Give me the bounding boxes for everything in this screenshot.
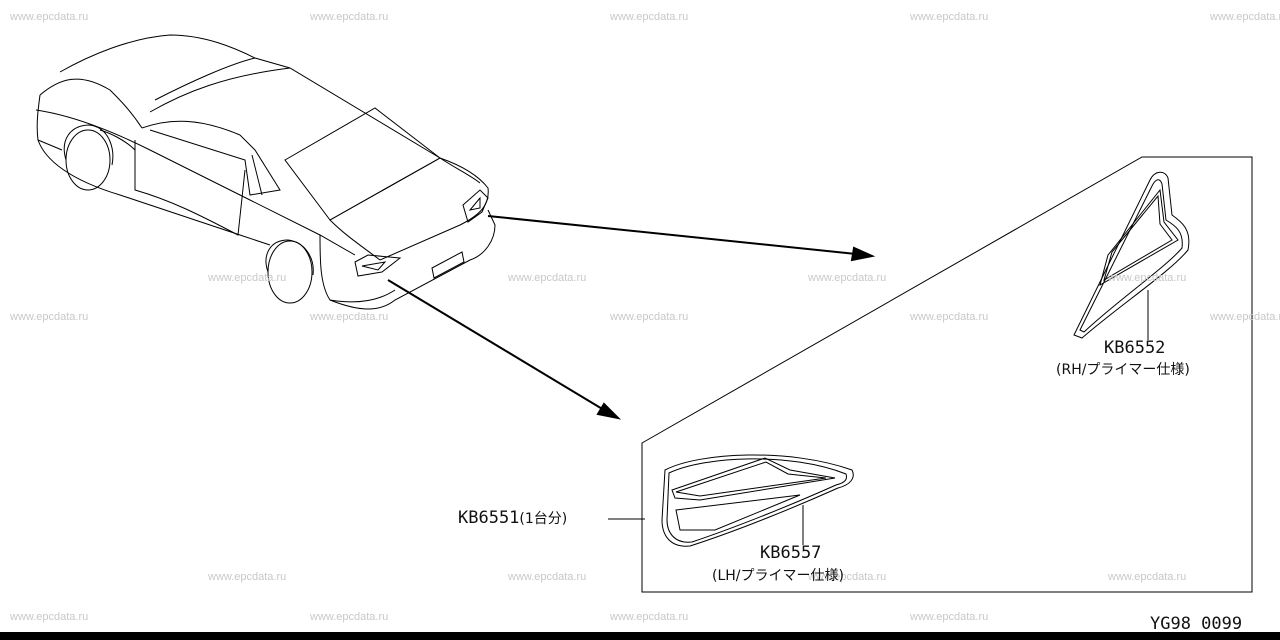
watermark: www.epcdata.ru (610, 11, 689, 23)
kit-part-note: (1台分) (519, 511, 568, 527)
watermark: www.epcdata.ru (1108, 571, 1187, 583)
watermark: www.epcdata.ru (808, 571, 887, 583)
bottom-border (0, 632, 1280, 640)
rh-part-spec: (RH/プライマー仕様) (1056, 362, 1190, 378)
watermark: www.epcdata.ru (1210, 11, 1280, 23)
watermark: www.epcdata.ru (208, 272, 287, 284)
watermark: www.epcdata.ru (508, 272, 587, 284)
watermark: www.epcdata.ru (208, 571, 287, 583)
watermark: www.epcdata.ru (910, 11, 989, 23)
watermark: www.epcdata.ru (1210, 311, 1280, 323)
watermark: www.epcdata.ru (10, 611, 89, 623)
watermark: www.epcdata.ru (610, 611, 689, 623)
watermark: www.epcdata.ru (10, 311, 89, 323)
lh-finisher-drawing (661, 454, 854, 547)
kit-part-label[interactable]: KB6551(1台分) (458, 508, 567, 528)
watermark: www.epcdata.ru (310, 611, 389, 623)
callout-frame (641, 156, 1253, 593)
watermark: www.epcdata.ru (310, 11, 389, 23)
watermark: www.epcdata.ru (610, 311, 689, 323)
watermark: www.epcdata.ru (910, 311, 989, 323)
rh-finisher-drawing (1073, 171, 1190, 340)
kit-part-number[interactable]: KB6551 (458, 508, 520, 528)
watermark: www.epcdata.ru (808, 272, 887, 284)
watermark: www.epcdata.ru (508, 571, 587, 583)
drawing-code: YG98 0099 (1150, 614, 1243, 634)
lh-part-spec: (LH/プライマー仕様) (712, 568, 844, 584)
lh-part-number[interactable]: KB6557 (760, 543, 822, 563)
watermark: www.epcdata.ru (910, 611, 989, 623)
pointer-arrows (387, 215, 876, 420)
car-outline (35, 34, 496, 310)
rh-part-number[interactable]: KB6552 (1104, 338, 1166, 358)
watermark: www.epcdata.ru (1108, 272, 1187, 284)
watermark: www.epcdata.ru (310, 311, 389, 323)
watermark: www.epcdata.ru (10, 11, 89, 23)
